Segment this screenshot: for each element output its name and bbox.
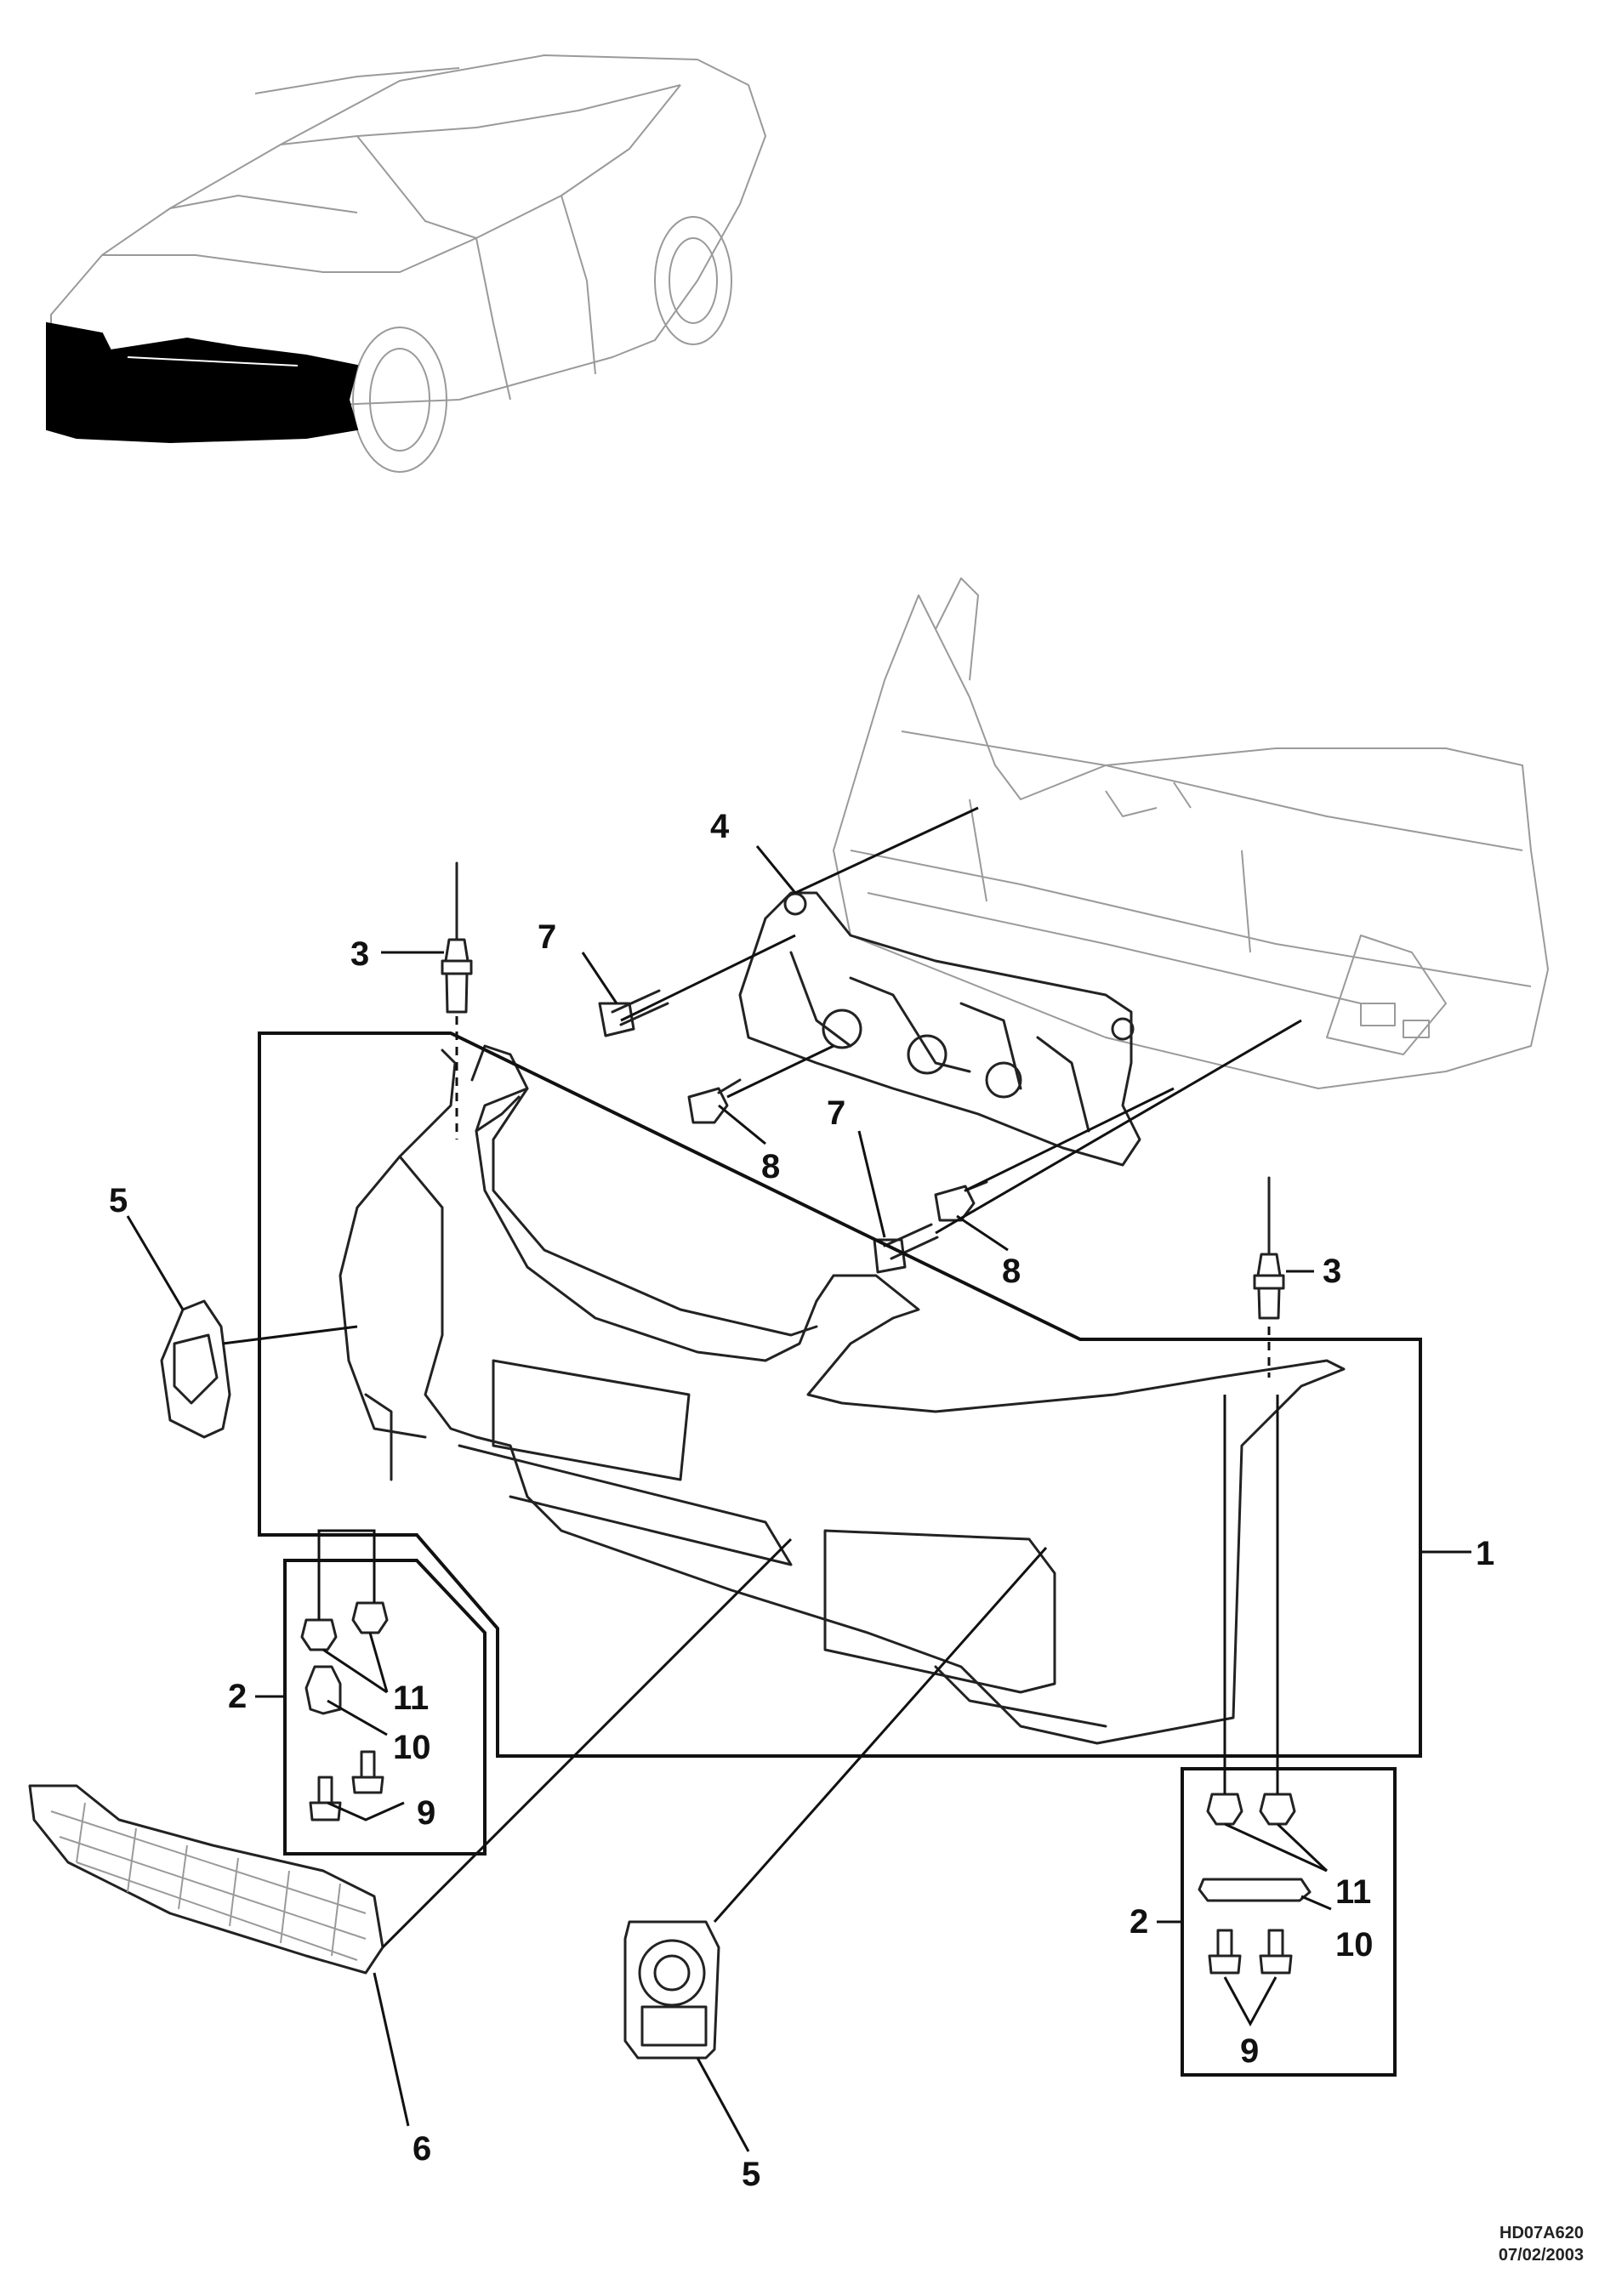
- document-code: HD07A620: [1499, 2224, 1584, 2242]
- callout-11-left: 11: [393, 1679, 429, 1717]
- callout-3-right: 3: [1323, 1253, 1341, 1290]
- push-pin-right: [1253, 1176, 1285, 1378]
- callout-4: 4: [710, 808, 730, 845]
- callout-5-left: 5: [109, 1182, 128, 1219]
- callout-8-upper: 8: [761, 1148, 780, 1185]
- bolt-7-upper: [598, 989, 669, 1037]
- callout-labels: 1 2 2 3 3 4 5 5 6 7 7 8 8 9 9 10 10 11 1…: [109, 808, 1494, 2193]
- callout-2-left: 2: [228, 1678, 247, 1715]
- callout-3-left: 3: [350, 935, 369, 973]
- callout-9-right: 9: [1240, 2032, 1259, 2070]
- clip-8-lower: [934, 1180, 988, 1222]
- callout-5-right: 5: [742, 2156, 760, 2193]
- bumper-assembly-outline-box: [258, 1031, 1422, 1758]
- bolt-7-lower: [873, 1223, 939, 1274]
- callout-8-lower: 8: [1002, 1253, 1021, 1290]
- callout-7-lower: 7: [827, 1094, 845, 1132]
- document-reference: HD07A620 07/02/2003: [1499, 2224, 1584, 2265]
- front-bumper-fascia: [339, 1044, 1346, 1745]
- callout-11-right: 11: [1335, 1873, 1371, 1911]
- vehicle-locator-illustration: [46, 54, 766, 473]
- callout-6: 6: [413, 2130, 431, 2168]
- callout-9-left: 9: [417, 1794, 435, 1832]
- callout-10-left: 10: [393, 1729, 431, 1766]
- clip-8-upper: [687, 1078, 742, 1124]
- leader-lines: [126, 806, 1471, 2152]
- callout-2-right: 2: [1130, 1903, 1148, 1941]
- document-date: 07/02/2003: [1499, 2246, 1584, 2265]
- callout-10-right: 10: [1335, 1926, 1374, 1964]
- front-bumper-highlight: [46, 321, 359, 444]
- bracket-kit-right: [1181, 1395, 1397, 2077]
- callout-1: 1: [1476, 1535, 1494, 1572]
- bumper-reinforcement-absorber: [738, 891, 1141, 1167]
- front-body-structure: [833, 577, 1549, 1089]
- callout-7-upper: 7: [538, 918, 556, 956]
- fog-lamp-bezel-right: [623, 1920, 720, 2060]
- lower-grille: [28, 1784, 384, 1975]
- push-pin-left: [441, 861, 473, 1139]
- fog-lamp-bezel-left: [160, 1299, 231, 1439]
- bracket-kit-left: [283, 1529, 487, 1856]
